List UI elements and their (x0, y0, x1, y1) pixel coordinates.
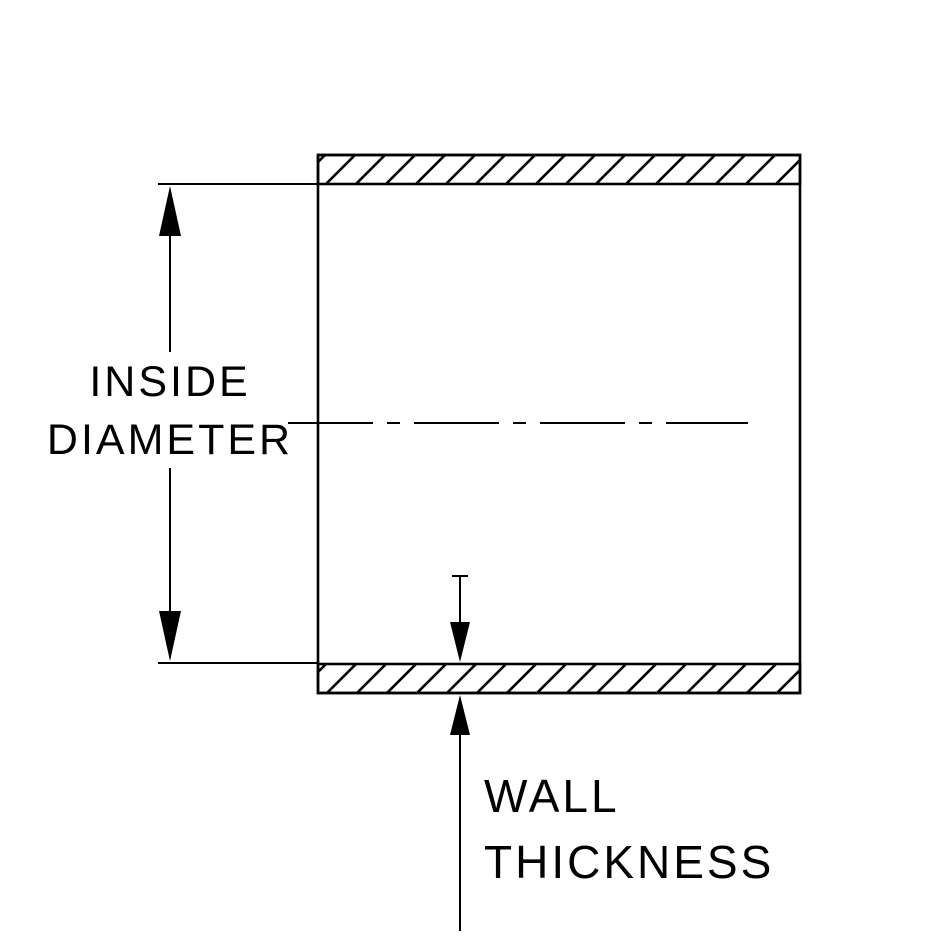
inside-diameter-label-line1: INSIDE (89, 358, 250, 406)
tube-top-wall-hatch (316, 153, 802, 186)
inside-diameter-arrow-down-icon (159, 611, 181, 661)
wall-thickness-arrow-down-icon (450, 622, 470, 662)
tube-bottom-wall-hatch (316, 662, 802, 695)
wall-thickness-arrow-up-icon (450, 695, 470, 735)
wall-thickness-label-line2: THICKNESS (484, 836, 774, 888)
wall-thickness-label-line1: WALL (484, 770, 620, 822)
inside-diameter-arrow-up-icon (159, 186, 181, 236)
inside-diameter-label-line2: DIAMETER (47, 416, 293, 464)
